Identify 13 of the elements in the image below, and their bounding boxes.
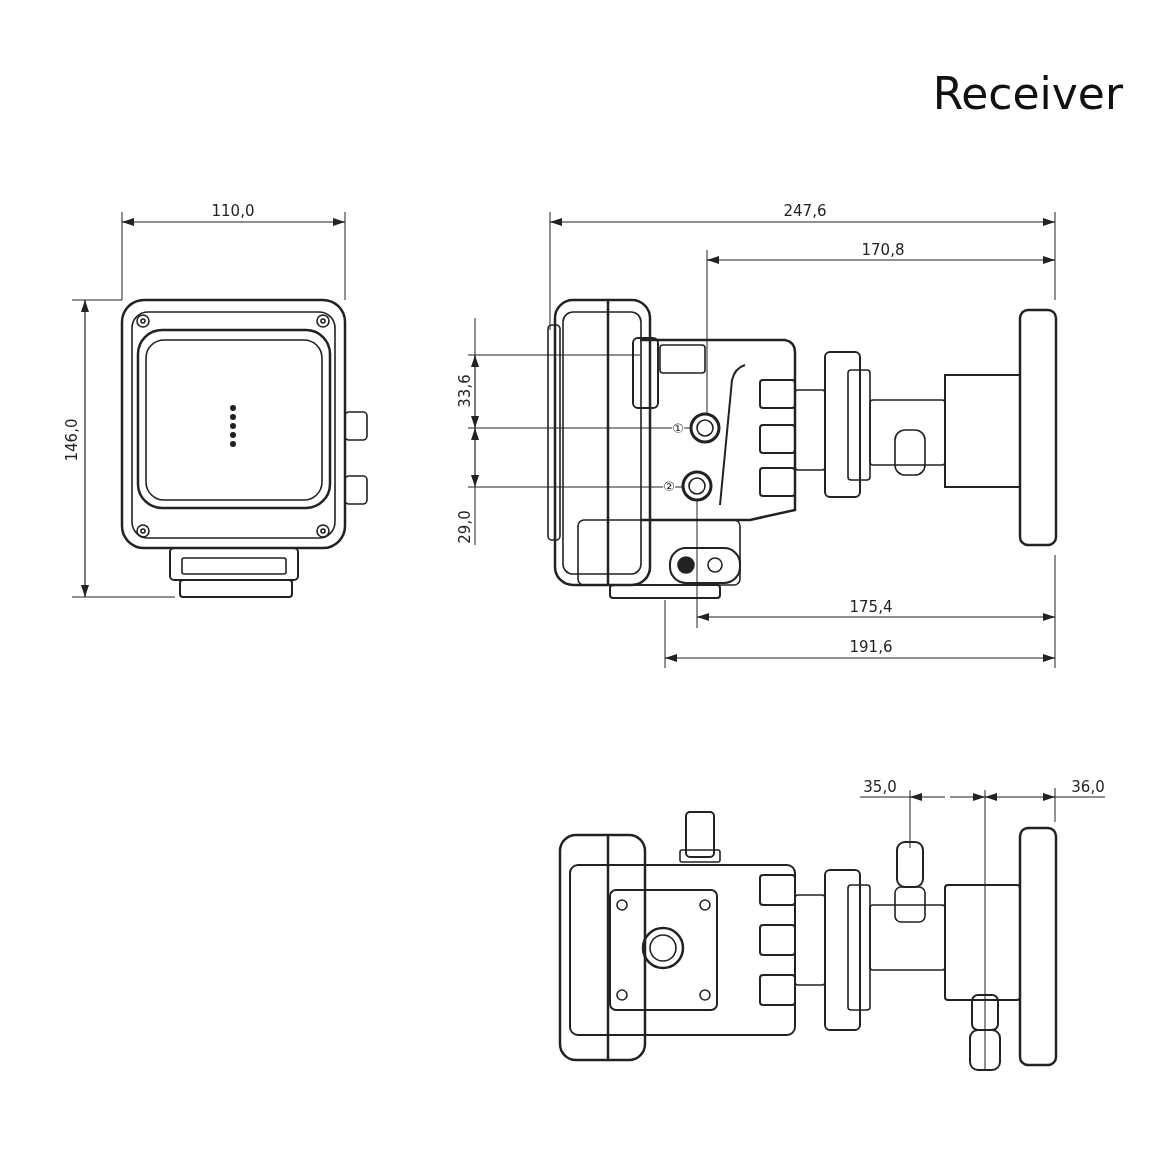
dimension-value: 35,0 (863, 779, 897, 795)
port-number: ② (663, 479, 675, 493)
dimension-value: 170,8 (861, 242, 905, 258)
port-number: ① (672, 421, 684, 435)
dimension-value: 33,6 (457, 374, 473, 408)
dimension-value: 175,4 (849, 599, 893, 615)
dimension-value: 29,0 (457, 510, 473, 544)
page-title: Receiver (932, 68, 1123, 119)
dimension-value: 191,6 (849, 639, 893, 655)
dimension-value: 36,0 (1071, 779, 1105, 795)
dimension-value: 146,0 (64, 418, 80, 462)
dimension-value: 110,0 (211, 203, 255, 219)
dimension-value: 247,6 (783, 203, 827, 219)
